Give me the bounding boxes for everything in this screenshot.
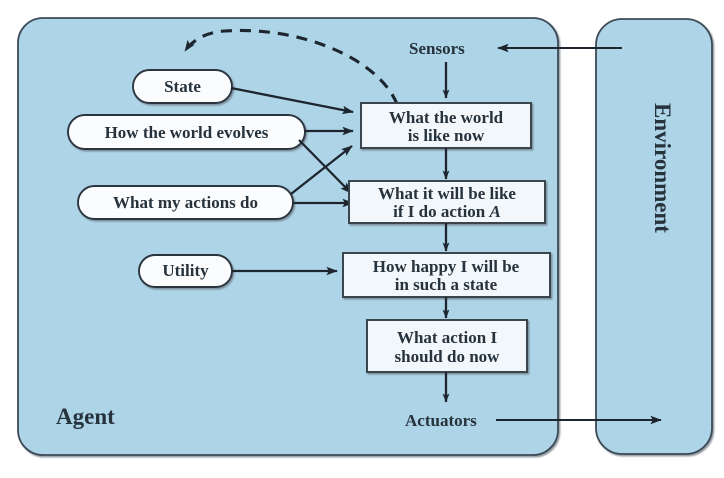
agent-panel-label: Agent xyxy=(56,404,115,429)
agent-panel xyxy=(17,17,559,456)
pill-state-shape xyxy=(132,69,233,104)
box-world-now-line2: is like now xyxy=(408,126,485,145)
box-happiness-line1: How happy I will be xyxy=(373,257,520,276)
pill-utility: Utility xyxy=(138,254,233,288)
agent-panel-shape xyxy=(17,17,559,456)
sensors-port-label: Sensors xyxy=(409,39,465,58)
box-happiness: How happy I will be in such a state xyxy=(342,252,551,298)
box-action-choice-shape xyxy=(366,319,528,373)
box-world-after-action-action-symbol: A xyxy=(489,202,501,221)
box-world-now-line1: What the world xyxy=(389,108,504,127)
box-happiness-shape xyxy=(342,252,551,298)
pill-what-my-actions-do-label: What my actions do xyxy=(113,193,258,212)
box-action-choice: What action I should do now xyxy=(366,319,528,373)
pill-how-the-world-evolves: How the world evolves xyxy=(67,114,306,150)
environment-panel-label: Environment xyxy=(650,103,675,233)
edge-world-now-to-state-dashed xyxy=(183,28,399,105)
box-world-after-action-line2: if I do action A xyxy=(393,202,501,221)
actuators-port-label: Actuators xyxy=(405,411,477,430)
box-happiness-line2: in such a state xyxy=(395,275,498,294)
pill-how-the-world-evolves-label: How the world evolves xyxy=(105,123,269,142)
box-world-after-action-line1: What it will be like xyxy=(378,184,516,203)
pill-what-my-actions-do: What my actions do xyxy=(77,185,294,220)
box-world-after-action-shape xyxy=(348,180,546,224)
box-world-after-action: What it will be like if I do action A xyxy=(348,180,546,224)
edge-actions-to-world-now xyxy=(290,145,353,195)
box-action-choice-line1: What action I xyxy=(397,328,498,347)
environment-panel-shape xyxy=(595,18,713,455)
box-world-now: What the world is like now xyxy=(360,102,532,149)
environment-panel xyxy=(595,18,713,455)
box-action-choice-line2: should do now xyxy=(395,347,501,366)
pill-state-label: State xyxy=(164,77,201,96)
pill-utility-label: Utility xyxy=(162,261,209,280)
box-world-after-action-line2a: if I do action xyxy=(393,202,489,221)
edge-state-to-world-now xyxy=(230,86,354,115)
pill-state: State xyxy=(132,69,233,104)
